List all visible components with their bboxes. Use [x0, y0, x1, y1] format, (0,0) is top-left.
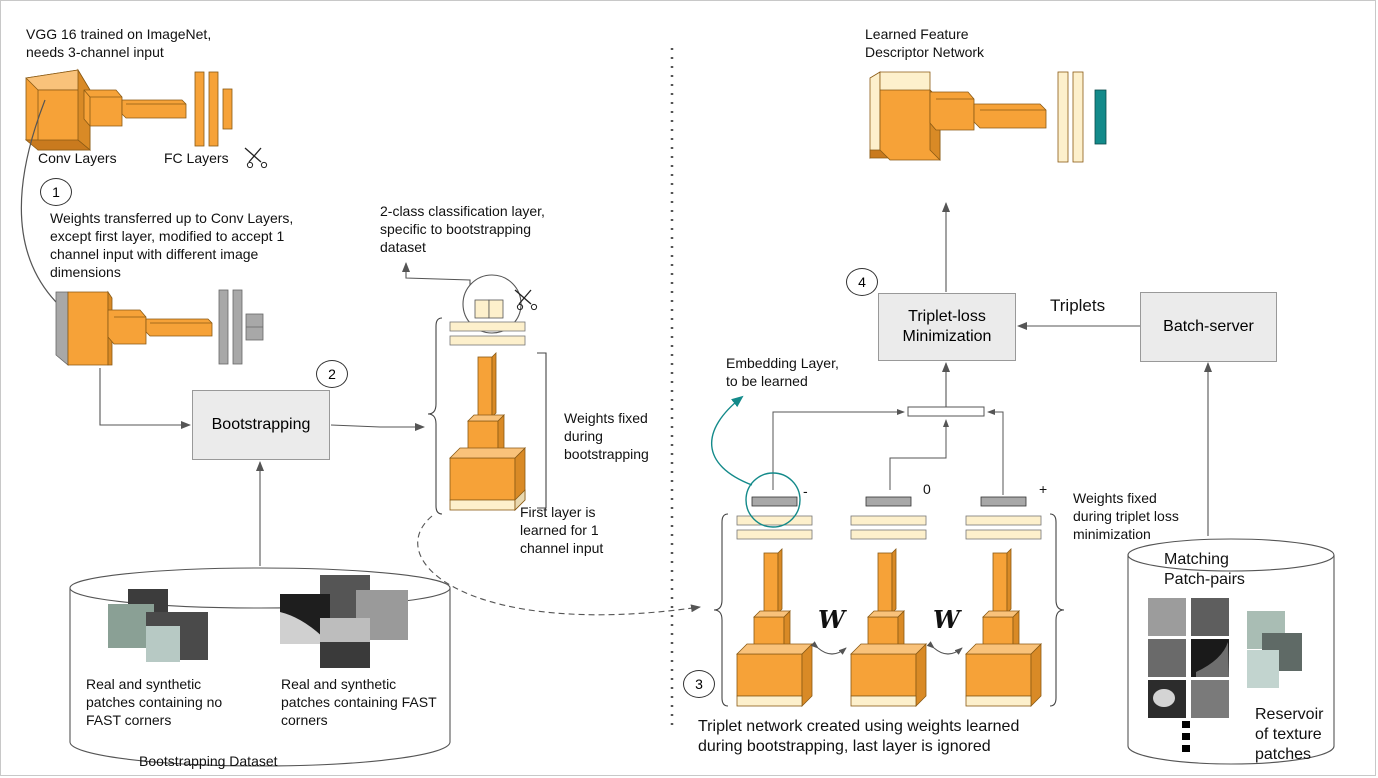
batch-server-box: Batch-server: [1140, 292, 1277, 362]
merge-node: [907, 406, 985, 417]
bootstrapping-box: Bootstrapping: [192, 390, 330, 460]
right-bracket: [537, 352, 547, 509]
classification-layer-caption: 2-class classification layer, specific t…: [380, 203, 545, 255]
triplet-right-brace: [1049, 513, 1065, 707]
positive-plus-sign: +: [1039, 481, 1048, 497]
fc-layers-label: FC Layers: [164, 150, 229, 166]
step-4-badge: 4: [846, 268, 878, 296]
modified-network: [55, 289, 264, 366]
conv-layers-label: Conv Layers: [38, 150, 117, 166]
reservoir-caption: Reservoir of texture patches: [1255, 706, 1324, 763]
bootstrap-network: [449, 274, 526, 511]
triplet-network: [736, 496, 1042, 707]
weights-fixed-triplet-caption: Weights fixed during triplet loss minimi…: [1073, 490, 1179, 542]
triplet-left-brace: [713, 513, 729, 707]
dashed-transfer-arrow: [417, 515, 701, 616]
fast-corners-caption: Real and synthetic patches containing FA…: [281, 676, 437, 728]
shared-weight-symbol-2: W: [933, 605, 960, 634]
anchor-minus-sign: -: [803, 483, 808, 499]
step-1-badge: 1: [40, 178, 72, 206]
embedding-arrow: [710, 395, 753, 486]
matching-patch-pairs-caption: Matching Patch-pairs: [1164, 551, 1245, 588]
bootstrap-dataset-cylinder: [69, 567, 451, 767]
neutral-zero-sign: 0: [923, 481, 931, 497]
learned-network-caption: Learned Feature Descriptor Network: [865, 26, 985, 60]
shared-weight-symbol-1: W: [818, 605, 845, 634]
triplet-network-caption: Triplet network created using weights le…: [698, 718, 1020, 755]
first-layer-caption: First layer is learned for 1 channel inp…: [520, 504, 604, 556]
step-2-badge: 2: [316, 360, 348, 388]
embedding-highlight-circle: [745, 472, 801, 528]
shared-weight-arrow-1: [810, 641, 847, 655]
learned-descriptor-network: [869, 71, 1107, 163]
patch-pairs-cylinder: [1127, 538, 1335, 765]
triplet-loss-box: Triplet-loss Minimization: [878, 293, 1016, 361]
weights-transfer-caption: Weights transferred up to Conv Layers, e…: [50, 210, 294, 280]
scissors-icon: [514, 289, 538, 311]
embedding-layer-caption: Embedding Layer, to be learned: [726, 355, 839, 389]
no-fast-corners-caption: Real and synthetic patches containing no…: [86, 676, 223, 728]
shared-weight-arrow-2: [926, 641, 963, 655]
weights-fixed-bootstrap-caption: Weights fixed during bootstrapping: [564, 410, 649, 462]
bootstrapping-dataset-label: Bootstrapping Dataset: [139, 753, 278, 769]
vgg-caption: VGG 16 trained on ImageNet, needs 3-chan…: [26, 26, 212, 60]
left-brace: [427, 317, 443, 515]
vgg16-network: [24, 68, 233, 151]
step-3-badge: 3: [683, 670, 715, 698]
scissors-icon: [244, 147, 268, 169]
triplets-label: Triplets: [1050, 296, 1106, 315]
